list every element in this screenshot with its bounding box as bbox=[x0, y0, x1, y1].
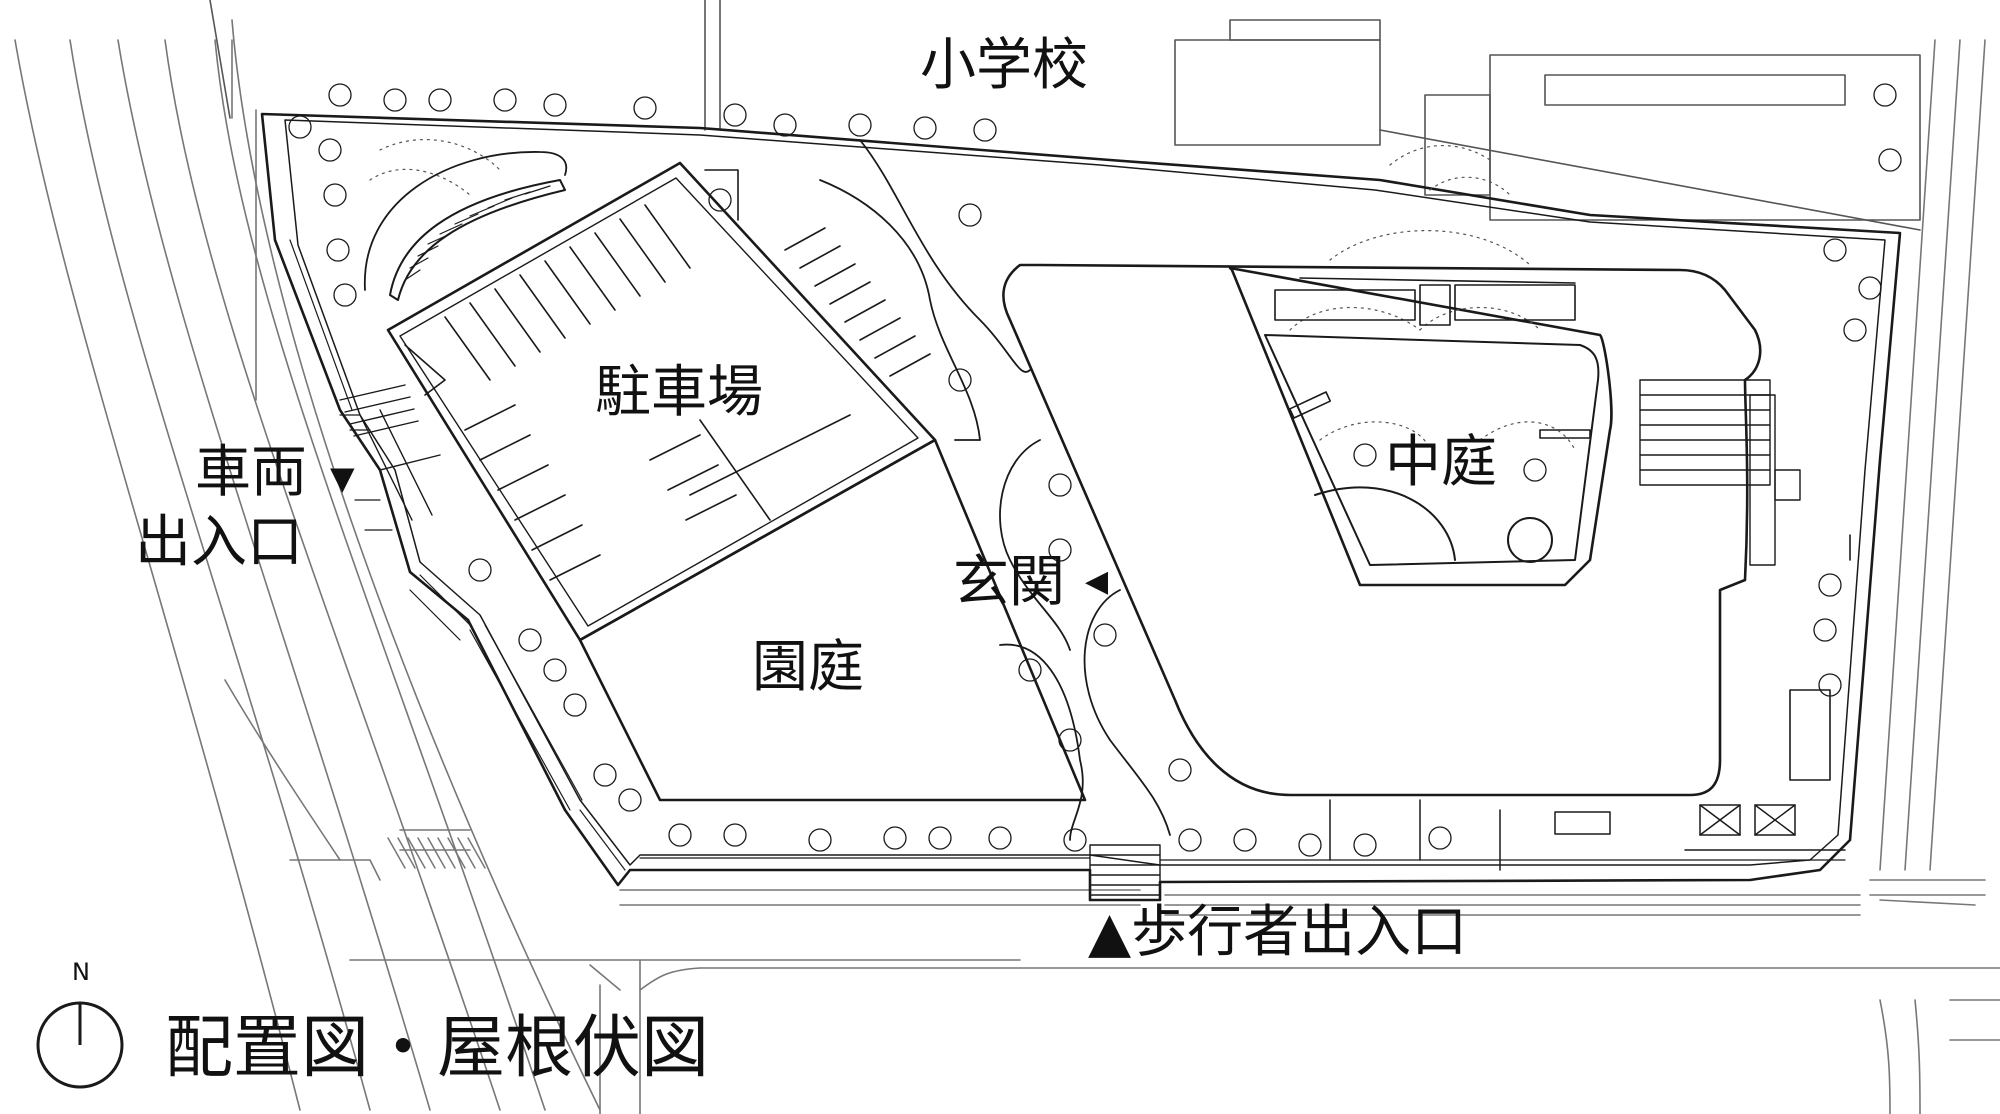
drawing-title: 配置図・屋根伏図 bbox=[165, 1009, 710, 1088]
courtyard-bench-2 bbox=[1539, 429, 1591, 439]
crosswalk bbox=[387, 837, 486, 869]
vehicle-entrance-label-2: 出入口 bbox=[135, 510, 303, 575]
north-letter: N bbox=[72, 958, 90, 986]
main-building bbox=[1002, 263, 1762, 797]
parking-label: 駐車場 bbox=[595, 360, 763, 425]
parking-stalls-top bbox=[444, 204, 691, 381]
dotted-planting bbox=[369, 139, 1576, 451]
stairs-east bbox=[1639, 379, 1801, 566]
walkway-curve-1 bbox=[819, 179, 981, 441]
site-boundary bbox=[260, 112, 1902, 902]
north-arrow bbox=[36, 1001, 124, 1089]
garden-label: 園庭 bbox=[752, 635, 864, 700]
school-label: 小学校 bbox=[920, 33, 1088, 98]
parking-stalls-lower bbox=[464, 404, 851, 581]
walkway-curve-5 bbox=[1083, 589, 1171, 836]
parking-stalls-right bbox=[784, 227, 931, 377]
bottom-road bbox=[349, 889, 2000, 1114]
parking-inner bbox=[399, 177, 919, 627]
entrance-label: 玄関 bbox=[953, 550, 1065, 615]
entrance-arrow: ◀ bbox=[1085, 564, 1109, 599]
bike-parking-arc bbox=[389, 179, 566, 301]
pedestrian-steps bbox=[1089, 844, 1161, 896]
parking-notch bbox=[704, 169, 739, 221]
pedestrian-entrance-label: ▲歩行者出入口 bbox=[1088, 900, 1468, 965]
bike-parking-hatch bbox=[404, 185, 551, 281]
vehicle-gate bbox=[339, 384, 441, 521]
walkway-curve-2 bbox=[859, 139, 1031, 373]
walkway-curve-3 bbox=[999, 439, 1071, 651]
garden-area bbox=[578, 438, 1087, 802]
right-road bbox=[1869, 39, 1986, 906]
vehicle-entrance-arrow: ▼ bbox=[330, 459, 355, 497]
south-equipment bbox=[1329, 799, 1846, 871]
parking-notch-2 bbox=[404, 344, 446, 396]
east-shed bbox=[1789, 534, 1851, 781]
left-road bbox=[14, 19, 601, 1111]
courtyard-label: 中庭 bbox=[1385, 430, 1497, 495]
vehicle-entrance-label: 車両 bbox=[195, 440, 307, 505]
landscape-curve bbox=[364, 151, 568, 291]
courtyard-inner bbox=[1264, 334, 1600, 566]
school-buildings bbox=[209, 0, 1921, 231]
walkway-curve-4 bbox=[999, 643, 1084, 841]
courtyard-pool bbox=[1507, 517, 1553, 563]
fence-south bbox=[639, 857, 1846, 861]
courtyard-terraces bbox=[1274, 277, 1576, 326]
courtyard-bench bbox=[1288, 391, 1332, 419]
courtyard-arc bbox=[1314, 486, 1456, 561]
trees bbox=[288, 83, 1902, 857]
fence-left bbox=[274, 239, 626, 871]
courtyard bbox=[1228, 266, 1613, 587]
